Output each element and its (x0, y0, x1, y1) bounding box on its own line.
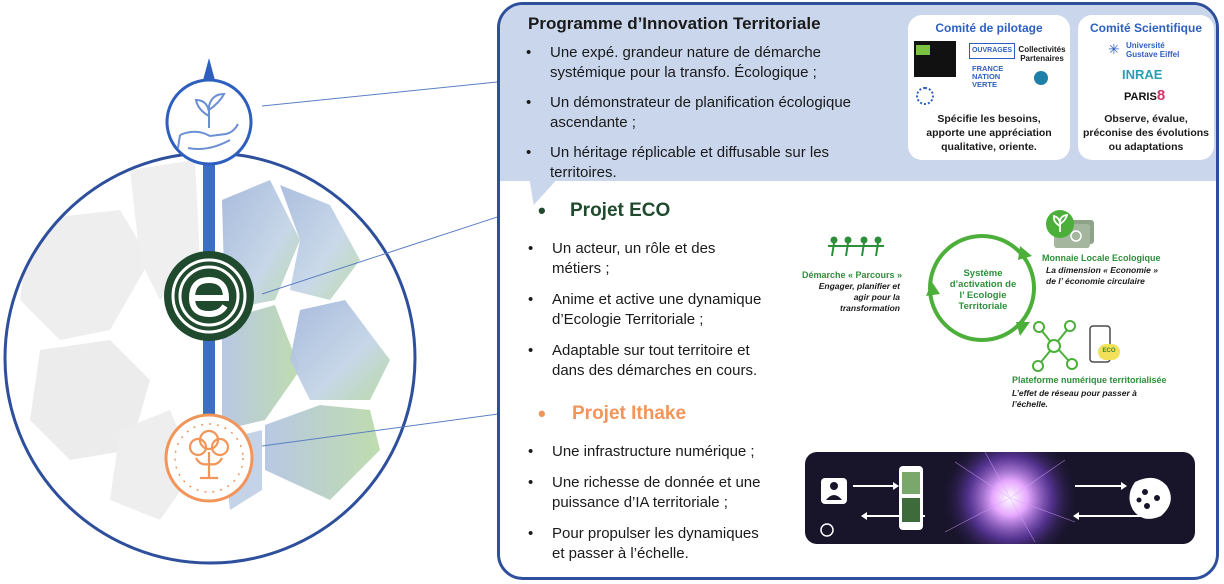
connector-line-ithake (261, 413, 500, 447)
eco-logo-icon (164, 251, 254, 341)
ithake-bullet: Pour propulser les dynamiques et passer … (522, 524, 812, 564)
ithake-bullet-icon: • (538, 401, 546, 426)
eco-bullet: Adaptable sur tout territoire et dans de… (522, 341, 802, 381)
ouvrages-logo: OUVRAGES (969, 43, 1015, 59)
axis-arrow-icon (202, 58, 216, 84)
eco-bullet: Un acteur, un rôle et des métiers ; (522, 239, 802, 279)
activation-cycle (926, 234, 1036, 342)
scientifique-description: Observe, évalue, préconise des évolution… (1082, 113, 1210, 153)
eco-bullet-icon: • (538, 198, 546, 223)
pilotage-card: Comité de pilotage OUVRAGES FRANCE NATIO… (908, 15, 1070, 160)
hand-plant-icon (165, 78, 253, 166)
inrae-logo: INRAE (1122, 67, 1163, 82)
connector-line-programme (261, 81, 498, 107)
scientifique-card: Comité Scientifique ✳ Université Gustave… (1078, 15, 1214, 160)
ithake-illustration (805, 452, 1195, 544)
programme-bullet: Une expé. grandeur nature de démarche sy… (520, 43, 900, 83)
user-tile-icon (821, 478, 847, 504)
network-icon (1032, 320, 1120, 372)
phone-eco-badge: ECO (1102, 348, 1116, 354)
paris8-logo: PARIS8 (1124, 87, 1166, 104)
programme-bullets: Une expé. grandeur nature de démarche sy… (520, 43, 900, 183)
university-star-icon: ✳ (1108, 41, 1120, 57)
ithake-bullet: Une richesse de donnée et une puissance … (522, 473, 812, 513)
plateforme-title: Plateforme numérique territorialisée (1012, 375, 1167, 385)
banknote-icon (1046, 210, 1094, 248)
ithake-bullets: Une infrastructure numérique ; Une riche… (522, 442, 812, 564)
territory-emblem (3, 58, 500, 565)
robot-icon (820, 523, 834, 537)
data-flow-illustration (820, 452, 1171, 544)
pilotage-description: Spécifie les besoins, apporte une appréc… (926, 113, 1052, 153)
eco-bullet: Anime et active une dynamique d’Ecologie… (522, 290, 802, 330)
france-nation-verte-logo: FRANCE NATION VERTE (972, 64, 1004, 89)
burst-rays (944, 452, 1076, 543)
monnaie-subtitle: La dimension « Economie » de l’ économie… (1046, 265, 1158, 286)
connector-line-eco (261, 215, 500, 295)
ithake-heading: Projet Ithake (572, 403, 687, 424)
tug-of-war-icon (828, 236, 884, 257)
plateforme-subtitle: L’effet de réseau pour passer à l’échell… (1012, 388, 1137, 409)
parcours-subtitle: Engager, planifier et agir pour la trans… (818, 281, 900, 313)
partner-logo-dot (1034, 71, 1048, 85)
parcours-title: Démarche « Parcours » (801, 270, 903, 280)
cycle-arrow-icon (926, 282, 940, 296)
partner-logo-mark (916, 45, 930, 55)
programme-bullet: Un démonstrateur de planification écolog… (520, 93, 900, 133)
cycle-arrow-icon (1016, 322, 1030, 336)
scientifique-title: Comité Scientifique (1089, 21, 1202, 35)
cycle-arrow-icon (1018, 246, 1032, 260)
universite-logo: Université Gustave Eiffel (1126, 41, 1180, 59)
monnaie-title: Monnaie Locale Ecologique (1042, 253, 1161, 263)
ithake-bullet: Une infrastructure numérique ; (522, 442, 812, 462)
partner-logo-ring (916, 87, 934, 105)
cycle-center-label: Système d’activation de l’ Ecologie Terr… (949, 268, 1017, 312)
pilotage-title: Comité de pilotage (935, 21, 1043, 35)
ai-node-icon (1129, 477, 1171, 519)
territory-map (20, 160, 390, 520)
programme-title: Programme d’Innovation Territoriale (528, 14, 821, 33)
eco-bullets: Un acteur, un rôle et des métiers ; Anim… (522, 239, 802, 381)
ithake-tree-icon (164, 413, 254, 503)
programme-bullet: Un héritage réplicable et diffusable sur… (520, 143, 900, 183)
partners-label: Collectivités Partenaires (1018, 45, 1066, 63)
eco-heading: Projet ECO (570, 200, 671, 221)
